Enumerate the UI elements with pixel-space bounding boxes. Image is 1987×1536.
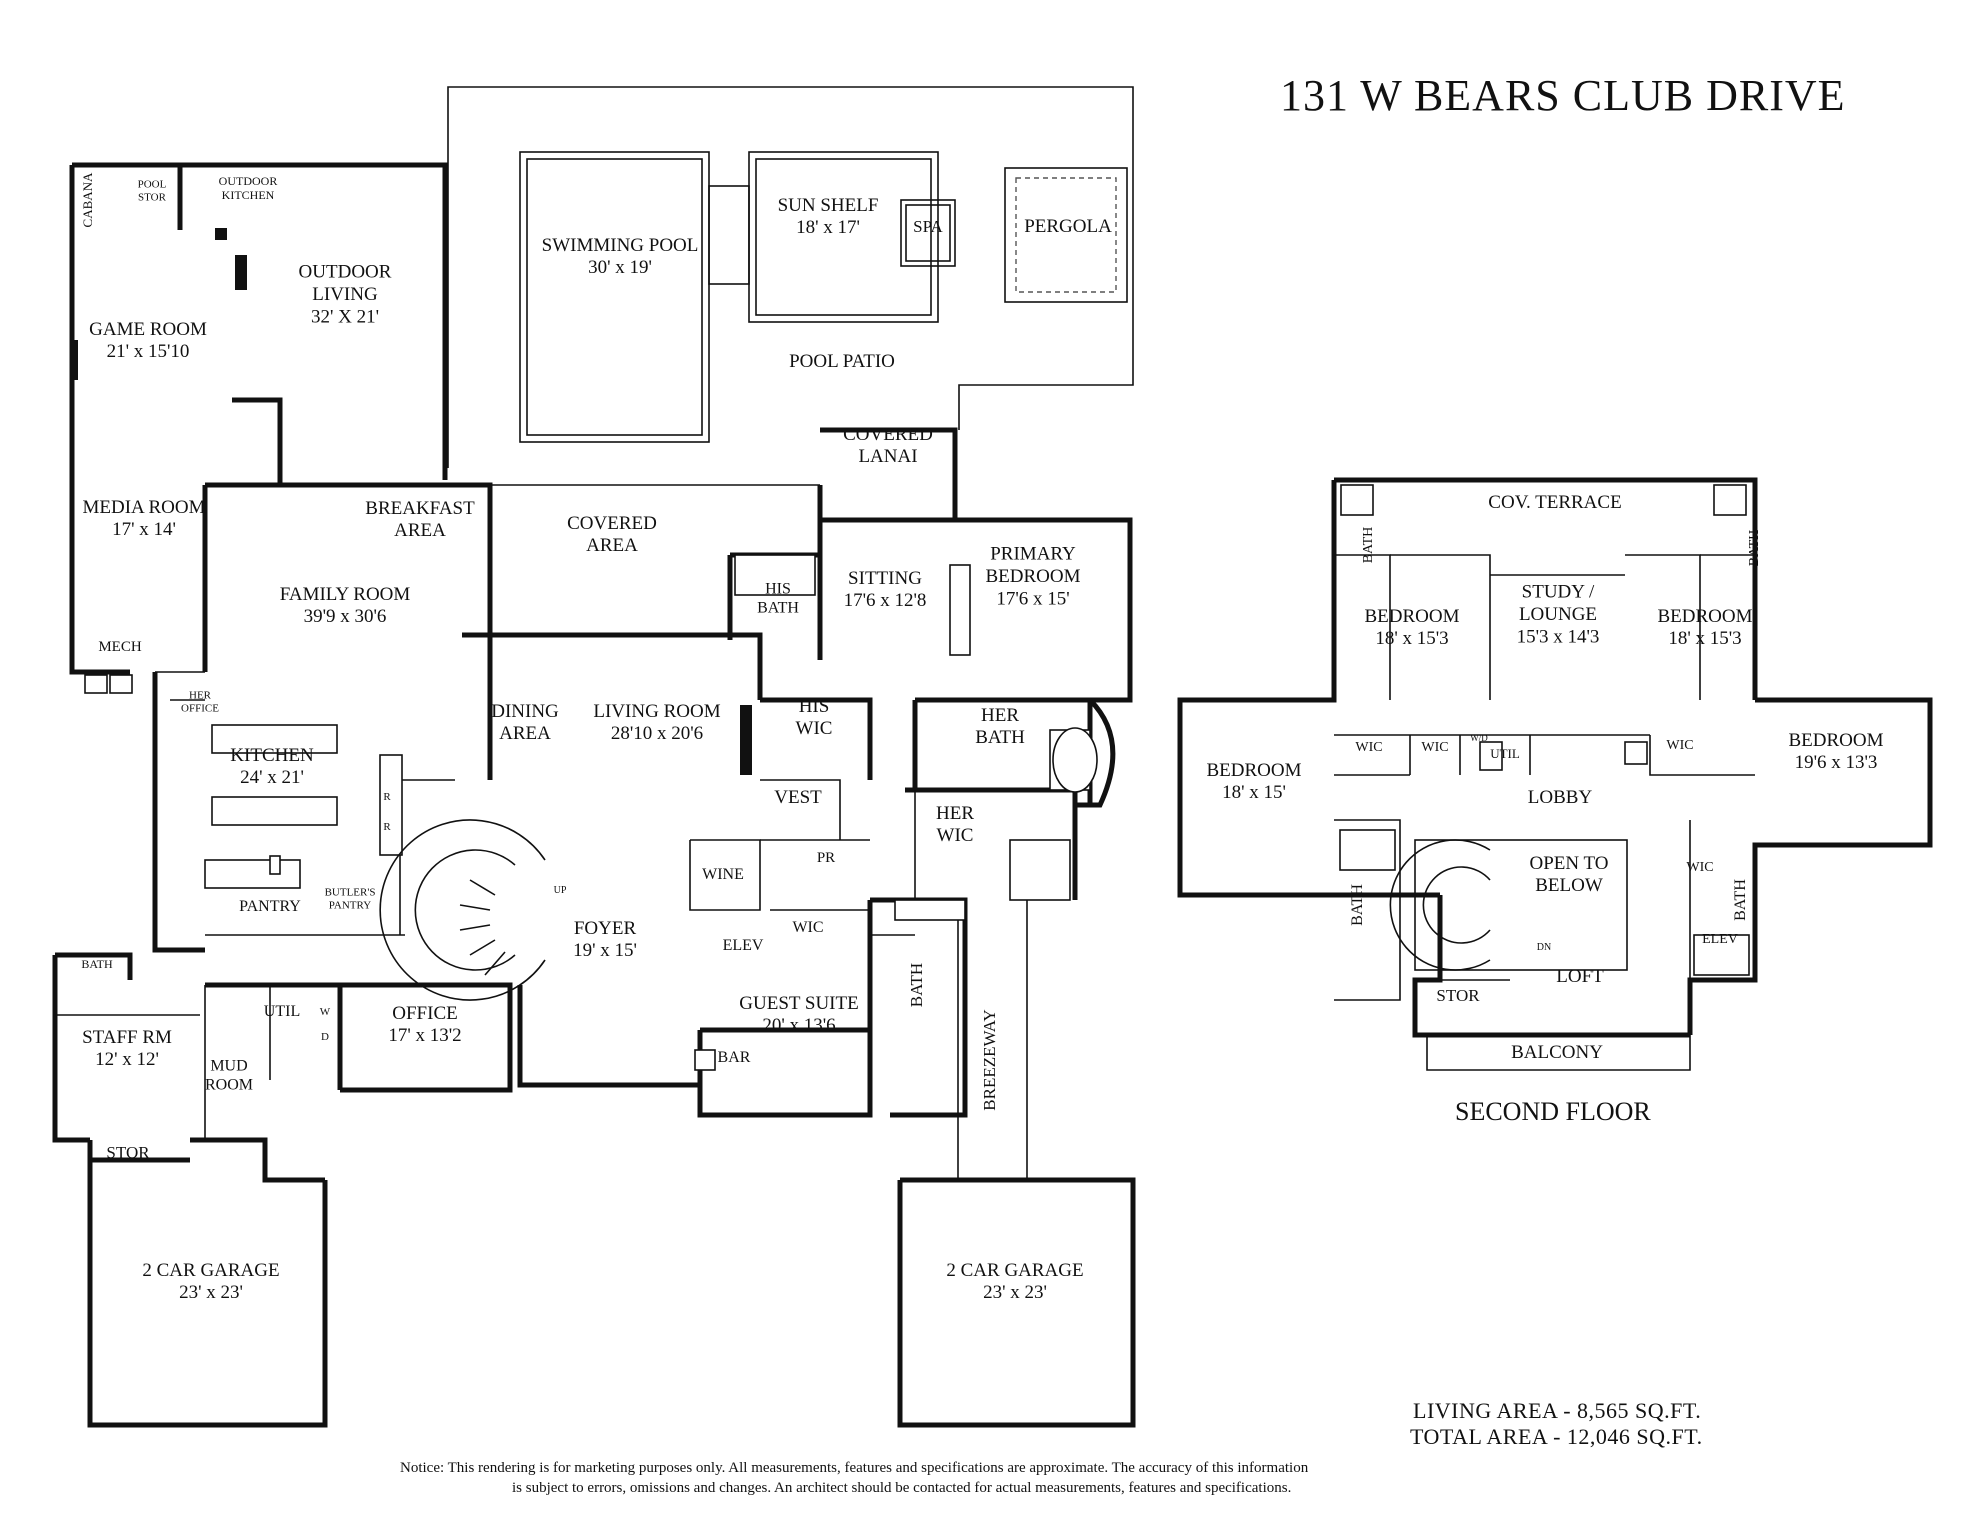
- first-floor-room-label: VEST: [774, 787, 822, 808]
- living-area: LIVING AREA - 8,565 SQ.FT.: [1413, 1398, 1702, 1423]
- first-floor-room-label: PERGOLA: [1024, 216, 1112, 237]
- second-floor-fixtures: [1339, 484, 1750, 976]
- second-floor-room-label: DN: [1537, 942, 1551, 953]
- first-floor-room-label: BATH: [81, 957, 113, 971]
- second-floor-room-label: BATH: [1349, 884, 1366, 926]
- second-floor-room-label: ELEV: [1702, 932, 1738, 947]
- spiral-staircase: [379, 819, 546, 1001]
- total-area: TOTAL AREA - 12,046 SQ.FT.: [1410, 1424, 1703, 1449]
- notice-line-2: is subject to errors, omissions and chan…: [512, 1480, 1292, 1496]
- plan-title: 131 W BEARS CLUB DRIVE: [1280, 71, 1846, 120]
- first-floor-room-label: R: [383, 821, 391, 833]
- first-floor-room-label: WIC: [792, 919, 823, 936]
- first-floor-room-label: CABANA: [80, 172, 95, 228]
- second-floor-room-label: STOR: [1436, 986, 1480, 1005]
- spa: [900, 199, 956, 267]
- first-floor-room-label: STOR: [106, 1143, 150, 1162]
- first-floor-room-label: UTIL: [264, 1003, 300, 1020]
- first-floor-room-label: POOL PATIO: [789, 351, 895, 372]
- second-floor-room-label: WIC: [1355, 740, 1382, 755]
- pool-patio-outline: [447, 86, 1134, 468]
- swimming-pool: [519, 151, 939, 443]
- first-floor-room-label: BATH: [907, 963, 926, 1007]
- second-floor-room-label: WIC: [1686, 860, 1713, 875]
- second-floor-walls: [1177, 477, 1933, 1071]
- second-floor-room-label: BALCONY: [1511, 1042, 1603, 1063]
- second-floor-room-label: LOBBY: [1528, 787, 1593, 808]
- first-floor-room-label: UP: [554, 885, 567, 896]
- first-floor-room-label: ELEV: [723, 937, 764, 954]
- pergola: [1004, 167, 1128, 303]
- second-floor-room-label: UTIL: [1490, 746, 1520, 761]
- second-floor-room-label: BATH: [1747, 530, 1762, 567]
- second-floor-room-label: WIC: [1421, 740, 1448, 755]
- second-floor-room-label: WIC: [1666, 738, 1693, 753]
- second-floor-room-label: BATH: [1361, 527, 1376, 564]
- first-floor-room-label: SPA: [913, 217, 943, 236]
- second-floor-room-label: BATH: [1732, 879, 1749, 921]
- first-floor-room-label: WINE: [702, 866, 744, 883]
- second-floor-room-label: COV. TERRACE: [1488, 492, 1621, 513]
- second-floor-room-label: W/D: [1470, 733, 1488, 743]
- notice-line-1: Notice: This rendering is for marketing …: [400, 1460, 1309, 1476]
- second-floor-heading: SECOND FLOOR: [1455, 1097, 1651, 1126]
- first-floor-room-label: BREEZEWAY: [980, 1009, 999, 1110]
- first-floor-room-label: D: [321, 1031, 329, 1043]
- first-floor-room-label: PR: [817, 850, 835, 866]
- first-floor-room-label: BAR: [718, 1049, 751, 1066]
- first-floor-room-label: PANTRY: [239, 898, 301, 915]
- first-floor-walls: [52, 162, 1136, 1428]
- first-floor-room-label: W: [320, 1006, 331, 1018]
- first-floor-room-label: R: [383, 791, 391, 803]
- second-floor-room-label: LOFT: [1556, 966, 1604, 987]
- first-floor-room-label: MECH: [98, 639, 142, 655]
- first-floor-fixtures: [70, 228, 1098, 1071]
